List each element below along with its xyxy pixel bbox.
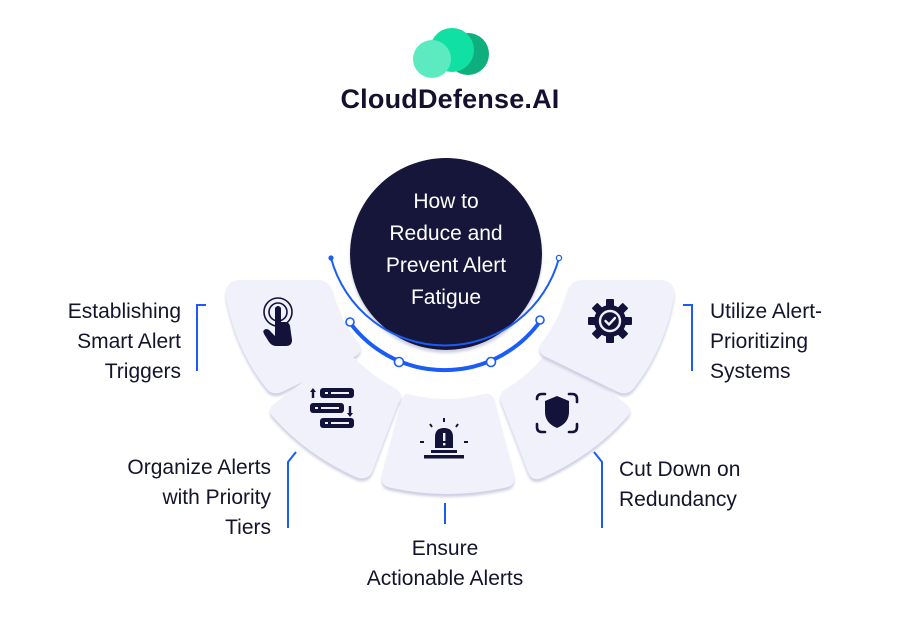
arc-track <box>330 257 560 347</box>
connector-cut-redundancy <box>593 451 603 528</box>
arc-progress <box>346 318 543 373</box>
label-line: Prioritizing <box>710 330 809 353</box>
center-title-line: Fatigue <box>410 286 482 309</box>
center-title: How to Reduce and Prevent Alert Fatigue <box>350 186 542 314</box>
shield-scan-icon <box>535 392 579 434</box>
label-line: Smart Alert <box>77 330 181 353</box>
arc-node-4 <box>535 315 545 325</box>
tile-priority-tiers <box>270 353 401 479</box>
label-line: Triggers <box>104 360 181 383</box>
label-cut-redundancy: Cut Down on Redundancy <box>619 455 740 515</box>
siren-alarm-icon <box>420 418 468 459</box>
label-prioritizing-systems: Utilize Alert- Prioritizing Systems <box>710 297 822 387</box>
arc-dot-start <box>328 255 334 261</box>
label-line: Tiers <box>225 516 271 539</box>
touch-hand-icon <box>263 297 293 346</box>
connector-smart-triggers <box>196 304 206 371</box>
gear-check-icon <box>588 299 632 343</box>
label-line: Organize Alerts <box>127 456 271 479</box>
center-title-line: How to <box>413 190 479 213</box>
connector-prioritizing-systems <box>683 304 693 371</box>
arc-node-1 <box>345 317 355 327</box>
label-smart-triggers: Establishing Smart Alert Triggers <box>68 297 181 387</box>
brand-name: CloudDefense.AI <box>340 84 560 114</box>
center-title-line: Prevent Alert <box>385 254 507 277</box>
label-line: Systems <box>710 360 791 383</box>
label-line: Actionable Alerts <box>366 567 524 590</box>
center-circle <box>350 158 542 350</box>
arc-node-3 <box>485 356 497 368</box>
arc-dot-end <box>555 254 563 262</box>
center-title-line: Reduce and <box>389 222 503 245</box>
label-line: Redundancy <box>619 488 737 511</box>
label-line: Establishing <box>67 300 181 323</box>
label-line: with Priority <box>162 486 271 509</box>
connector-priority-tiers <box>287 451 297 528</box>
label-line: Ensure <box>411 537 479 560</box>
label-actionable-alerts: Ensure Actionable Alerts <box>320 534 570 594</box>
sort-list-icon <box>310 388 354 428</box>
cloud-logo-icon <box>413 28 489 78</box>
label-line: Utilize Alert- <box>710 300 823 323</box>
label-line: Cut Down on <box>619 458 741 481</box>
label-priority-tiers: Organize Alerts with Priority Tiers <box>127 453 271 543</box>
arc-node-2 <box>393 356 405 368</box>
